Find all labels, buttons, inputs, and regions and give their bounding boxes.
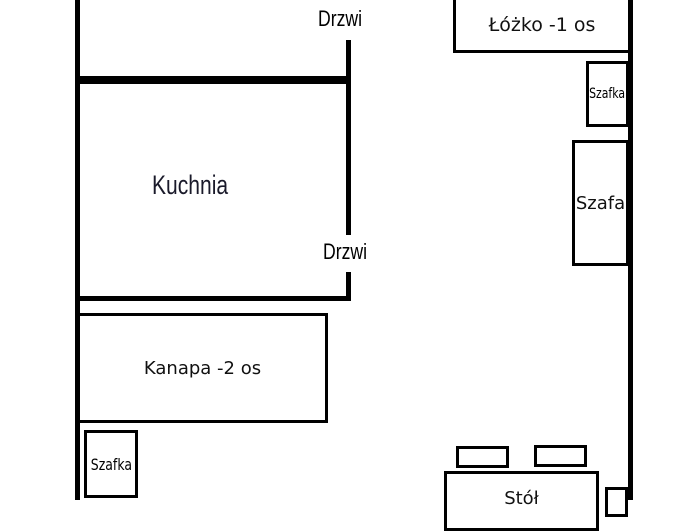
bed-label: Łóżko -1 os xyxy=(488,13,596,36)
sofa: Kanapa -2 os xyxy=(77,313,328,423)
chair-1 xyxy=(456,446,509,468)
door-label-top: Drzwi xyxy=(318,6,362,32)
kitchen-right-wall-upper xyxy=(346,80,351,235)
floor-plan: Drzwi Drzwi Kuchnia Łóżko -1 os Szafka S… xyxy=(75,0,633,531)
kitchen-bottom-wall xyxy=(78,296,351,301)
partition-upper-wall xyxy=(346,40,351,84)
table: Stół xyxy=(444,471,599,531)
cabinet-right: Szafka xyxy=(586,61,629,127)
door-label-kitchen: Drzwi xyxy=(323,239,367,265)
wardrobe-label: Szafa xyxy=(575,192,626,214)
kitchen-right-wall-lower xyxy=(346,272,351,301)
kitchen-label: Kuchnia xyxy=(152,170,229,200)
table-label: Stół xyxy=(504,488,539,509)
right-outer-wall xyxy=(628,0,633,500)
left-outer-wall xyxy=(75,0,80,500)
cabinet-right-label: Szafka xyxy=(589,86,626,102)
cabinet-left: Szafka xyxy=(84,430,138,498)
sofa-label: Kanapa -2 os xyxy=(143,357,262,379)
bed: Łóżko -1 os xyxy=(453,0,631,53)
small-cabinet-bottom xyxy=(605,487,628,517)
wardrobe: Szafa xyxy=(572,140,629,266)
kitchen-top-wall xyxy=(78,76,351,84)
cabinet-left-label: Szafka xyxy=(90,454,132,474)
chair-2 xyxy=(534,445,587,467)
